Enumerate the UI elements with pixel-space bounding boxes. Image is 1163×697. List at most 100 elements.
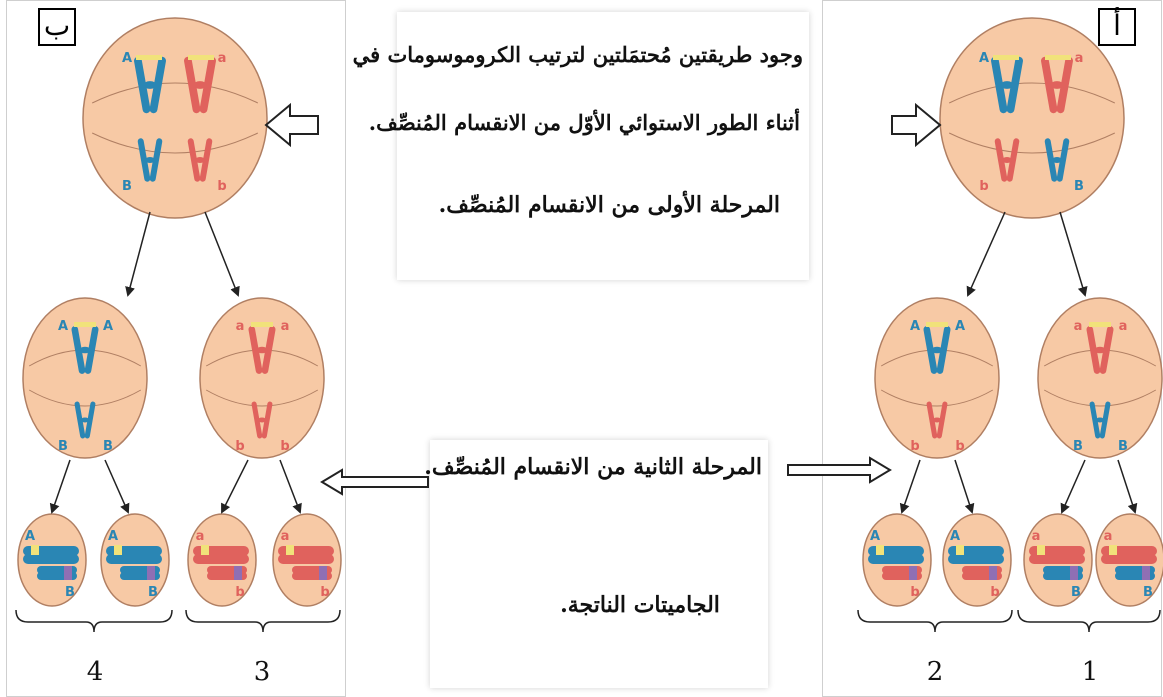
allele-b4-a-left: A — [58, 319, 68, 334]
arrow-a-to-cell-2 — [968, 212, 1005, 295]
gamete-a1-2-bottom-allele: B — [1143, 585, 1153, 600]
hollow-arrow-to-b-parent — [266, 105, 318, 145]
arrow-b3-to-gamete-1 — [222, 460, 248, 512]
allele-a2-a-right: A — [955, 319, 965, 334]
band-b-parent-red — [188, 55, 214, 60]
gamete-a2-1-top-chromatid-2 — [868, 554, 924, 564]
gamete-a2-1-band-yellow — [876, 545, 884, 555]
arrow-a1-to-gamete-2 — [1118, 460, 1135, 512]
allele-a-parent-b-lower: b — [979, 179, 988, 194]
brace-group-1 — [1018, 610, 1160, 632]
chromosome-b4-top-centromere — [80, 347, 91, 354]
gamete-a1-2-top-chromatid-2 — [1101, 554, 1157, 564]
gamete-a1-1-top-chromatid-2 — [1029, 554, 1085, 564]
gamete-b4-1-band-purple — [64, 566, 72, 580]
gamete-a2-2-top-chromatid-2 — [948, 554, 1004, 564]
chromosome-a2-top-centromere — [932, 347, 943, 354]
group-number-1: 1 — [1082, 657, 1099, 687]
gamete-b4-2-band-purple — [147, 566, 155, 580]
cell-a-parent — [940, 18, 1124, 218]
cell-b-parent — [83, 18, 267, 218]
gamete-b4-1-top-chromatid-2 — [23, 554, 79, 564]
arrow-b-to-cell-3 — [205, 212, 238, 295]
band-b4 — [74, 322, 96, 327]
group-number-2: 2 — [927, 657, 944, 687]
gamete-a2-1-bottom-allele: b — [910, 585, 919, 600]
brace-group-3 — [186, 610, 340, 632]
allele-a-parent-a-lower: a — [1075, 51, 1084, 66]
gamete-b3-1-band-yellow — [201, 545, 209, 555]
allele-b-parent-b-upper: B — [122, 179, 132, 194]
hollow-arrow-to-b-stage2 — [322, 470, 428, 494]
gamete-a1-1-bottom-allele: B — [1071, 585, 1081, 600]
arrow-b3-to-gamete-2 — [280, 460, 300, 512]
allele-a2-a-left: A — [910, 319, 920, 334]
band-a-parent-red — [1045, 55, 1071, 60]
allele-b3-b-left: b — [235, 439, 244, 454]
gamete-b3-2-bottom-allele: b — [320, 585, 329, 600]
chromosome-b-parent-blue-bottom-centromere — [145, 157, 155, 163]
allele-a2-b-right: b — [955, 439, 964, 454]
gamete-b4-2-band-yellow — [114, 545, 122, 555]
panel-label-a: أ — [1098, 8, 1136, 46]
gamete-a1-2-top-allele: a — [1104, 529, 1113, 544]
cell-layer — [18, 18, 1163, 606]
allele-a-parent-b-upper: B — [1074, 179, 1084, 194]
gamete-b4-1-top-allele: A — [25, 529, 35, 544]
allele-a1-a-left: a — [1074, 319, 1083, 334]
allele-b4-b-left: B — [58, 439, 68, 454]
gamete-b4-2-bottom-allele: B — [148, 585, 158, 600]
band-a-parent-blue — [993, 55, 1019, 60]
chromosome-a-parent-red-bottom-centromere — [1002, 157, 1012, 163]
panel-label-b: ب — [38, 8, 76, 46]
chromosome-a-parent-blue-top-centromere — [1001, 81, 1014, 89]
gamete-a1-2-band-purple — [1142, 566, 1150, 580]
caption-line-4: المرحلة الثانية من الانقسام المُنصِّف. — [450, 454, 762, 480]
caption-line-5: الجاميتات الناتجة. — [560, 592, 720, 618]
arrow-a2-to-gamete-2 — [955, 460, 972, 512]
gamete-a1-1-top-allele: a — [1032, 529, 1041, 544]
arrow-b-to-cell-4 — [128, 212, 150, 295]
brace-group-4 — [16, 610, 172, 632]
allele-a2-b-left: b — [910, 439, 919, 454]
allele-a1-a-right: a — [1119, 319, 1128, 334]
allele-a-parent-a-upper: A — [979, 51, 989, 66]
chromosome-a-parent-red-top-centromere — [1051, 81, 1064, 89]
hollow-arrow-to-a-stage2 — [788, 458, 890, 482]
gamete-b4-2-top-chromatid-2 — [106, 554, 162, 564]
allele-b-parent-a-lower: a — [218, 51, 227, 66]
caption-line-1: وجود طريقتين مُحتمَلتين لترتيب الكروموسو… — [383, 42, 803, 67]
gamete-b3-2-top-allele: a — [281, 529, 290, 544]
allele-b4-a-right: A — [103, 319, 113, 334]
arrow-b4-to-gamete-1 — [52, 460, 70, 512]
gamete-a1-1-band-purple — [1070, 566, 1078, 580]
chromosome-b-parent-blue-top-centromere — [144, 81, 157, 89]
gamete-a2-2-bottom-allele: b — [990, 585, 999, 600]
chromosome-b3-bottom-centromere — [258, 417, 267, 422]
gamete-b3-2-top-chromatid-2 — [278, 554, 334, 564]
gamete-b3-2-band-purple — [319, 566, 327, 580]
gamete-b4-1-band-yellow — [31, 545, 39, 555]
hollow-arrow-to-a-parent — [892, 105, 940, 145]
gamete-b4-2-top-allele: A — [108, 529, 118, 544]
gamete-a1-2-band-yellow — [1109, 545, 1117, 555]
allele-b3-a-left: a — [236, 319, 245, 334]
chromosome-b3-top-centromere — [257, 347, 268, 354]
chromosome-b-parent-red-top-centromere — [194, 81, 207, 89]
chromosome-b-parent-red-bottom-centromere — [195, 157, 205, 163]
arrow-a-to-cell-1 — [1060, 212, 1085, 295]
gamete-a2-2-top-allele: A — [950, 529, 960, 544]
chromosome-a1-bottom-centromere — [1096, 417, 1105, 422]
group-number-4: 4 — [87, 657, 104, 687]
gamete-b3-1-top-chromatid-2 — [193, 554, 249, 564]
gamete-a2-2-band-yellow — [956, 545, 964, 555]
gamete-b3-2-band-yellow — [286, 545, 294, 555]
chromosome-b4-bottom-centromere — [81, 417, 90, 422]
allele-b3-b-right: b — [280, 439, 289, 454]
gamete-a2-2-band-purple — [989, 566, 997, 580]
gamete-b3-1-band-purple — [234, 566, 242, 580]
arrow-a2-to-gamete-1 — [902, 460, 920, 512]
chromosome-a2-bottom-centromere — [933, 417, 942, 422]
brace-group-2 — [858, 610, 1012, 632]
